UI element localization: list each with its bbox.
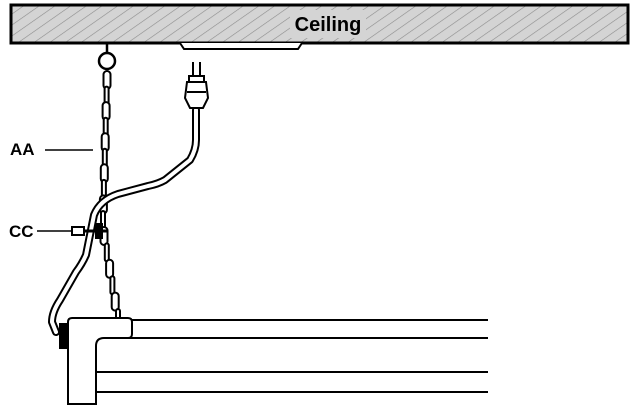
chain-link xyxy=(105,258,115,279)
ceiling-label-bg xyxy=(290,10,366,38)
callout-cc-label: CC xyxy=(9,222,34,241)
chain-link xyxy=(103,242,110,263)
ceiling-hook xyxy=(97,43,117,71)
light-fixture xyxy=(59,317,488,405)
s-hook xyxy=(71,223,108,239)
power-cord xyxy=(48,106,200,336)
chain-link xyxy=(109,275,116,296)
chain-link xyxy=(110,291,120,312)
callout-aa-label: AA xyxy=(10,140,35,159)
outlet-plate xyxy=(179,42,303,50)
callout-cc: CC xyxy=(9,222,71,241)
ceiling: Ceiling xyxy=(9,3,630,45)
callout-aa: AA xyxy=(10,140,93,159)
ceiling-label: Ceiling xyxy=(295,14,362,36)
plug xyxy=(183,62,210,109)
